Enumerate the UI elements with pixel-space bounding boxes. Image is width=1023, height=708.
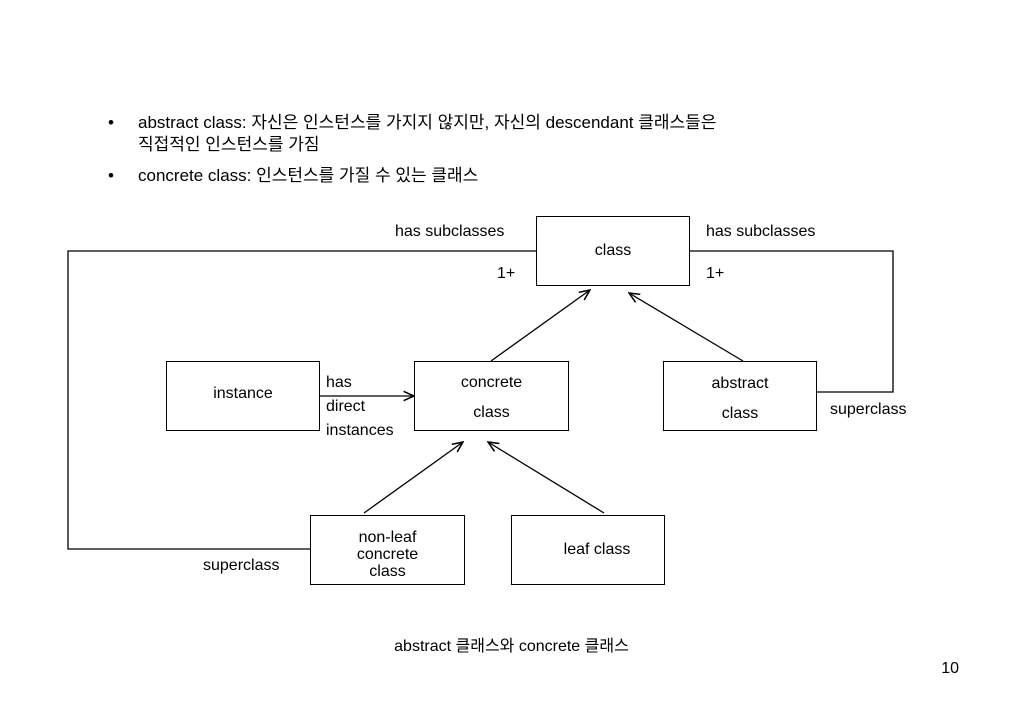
leaf-class-box: leaf class <box>511 515 665 585</box>
abstract-text-b: 클래스들은 <box>633 113 717 132</box>
nonleaf-concrete-box: non-leaf concrete class <box>310 515 465 585</box>
concrete-term: concrete class: <box>138 166 252 185</box>
abstract-word: descendant <box>545 113 634 132</box>
abstract-class-box: abstract class <box>663 361 817 431</box>
has-direct-line1: has <box>326 374 352 391</box>
bullet-list: • abstract class: 자신은 인스턴스를 가지지 않지만, 자신의… <box>108 112 928 196</box>
has-direct-instances-label: has direct instances <box>326 371 394 443</box>
abstract-to-class-arrow <box>629 293 744 362</box>
superclass-right-label: superclass <box>830 401 907 418</box>
figure-caption: abstract 클래스와 concrete 클래스 <box>394 638 629 655</box>
abstract-box-line1: abstract <box>711 375 769 392</box>
has-direct-line2: direct <box>326 398 366 415</box>
nonleaf-box-line1: non-leaf <box>358 529 417 546</box>
concrete-text-a: 인스턴스를 가질 수 있는 클래스 <box>251 166 479 185</box>
abstract-box-line2: class <box>721 405 759 422</box>
left-superclass-line <box>67 250 536 550</box>
leaf-to-concrete-arrow <box>488 442 605 514</box>
multiplicity-right: 1+ <box>706 265 725 282</box>
bullet-marker: • <box>108 166 114 185</box>
concrete-box-line1: concrete <box>460 374 523 391</box>
bullet-marker: • <box>108 113 114 132</box>
instance-box: instance <box>166 361 320 431</box>
page-number: 10 <box>941 660 959 677</box>
has-subclasses-right: has subclasses <box>706 223 816 240</box>
has-subclasses-left: has subclasses <box>395 223 505 240</box>
bullet-concrete: • concrete class: 인스턴스를 가질 수 있는 클래스 <box>108 165 928 187</box>
concrete-box-line2: class <box>473 404 510 421</box>
bullet-abstract: • abstract class: 자신은 인스턴스를 가지지 않지만, 자신의… <box>108 112 928 156</box>
concrete-to-class-arrow <box>490 290 590 362</box>
abstract-text-a: 자신은 인스턴스를 가지지 않지만, 자신의 <box>246 113 546 132</box>
abstract-text-c: 직접적인 인스턴스를 가짐 <box>138 135 320 154</box>
superclass-left-label: superclass <box>203 557 280 574</box>
nonleaf-box-line2: concrete <box>356 546 419 563</box>
abstract-term: abstract class: <box>138 113 247 132</box>
has-direct-line3: instances <box>326 422 394 439</box>
right-superclass-line <box>690 250 894 393</box>
multiplicity-left: 1+ <box>497 265 516 282</box>
concrete-class-box: concrete class <box>414 361 569 431</box>
instance-box-label: instance <box>213 385 273 402</box>
class-box-label: class <box>594 242 632 259</box>
nonleaf-to-concrete-arrow <box>363 442 463 514</box>
nonleaf-box-line3: class <box>369 563 406 580</box>
class-box: class <box>536 216 690 286</box>
leaf-box-label: leaf class <box>563 541 631 558</box>
